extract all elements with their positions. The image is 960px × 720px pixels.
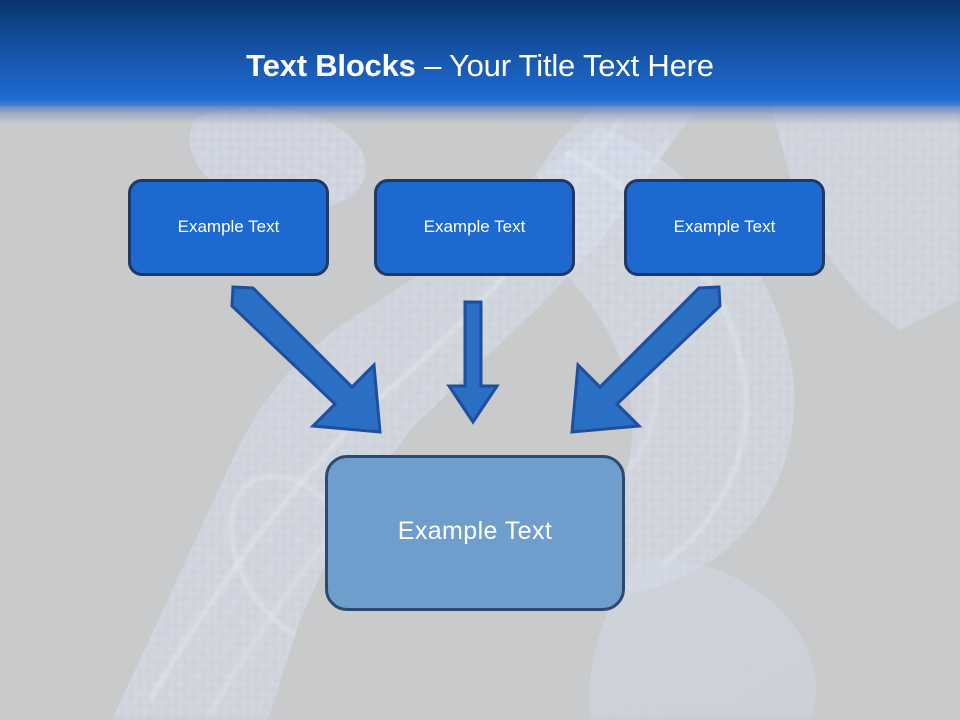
text-block-2-label: Example Text xyxy=(423,216,526,236)
text-block-3-label: Example Text xyxy=(673,216,776,236)
text-block-1[interactable]: Example Text xyxy=(128,179,329,276)
page-title-light: – Your Title Text Here xyxy=(415,48,714,83)
arrow-middle-vertical-icon xyxy=(446,300,500,425)
page-title-strong: Text Blocks xyxy=(246,48,416,83)
text-block-3[interactable]: Example Text xyxy=(624,179,825,276)
arrow-left-diagonal-icon xyxy=(230,285,382,434)
title-band xyxy=(0,0,960,106)
text-block-result[interactable]: Example Text xyxy=(325,455,625,611)
arrow-right-diagonal-icon xyxy=(570,285,722,434)
page-title: Text Blocks – Your Title Text Here xyxy=(0,48,960,83)
text-block-result-label: Example Text xyxy=(397,516,553,545)
text-block-1-label: Example Text xyxy=(177,216,280,236)
text-block-2[interactable]: Example Text xyxy=(374,179,575,276)
